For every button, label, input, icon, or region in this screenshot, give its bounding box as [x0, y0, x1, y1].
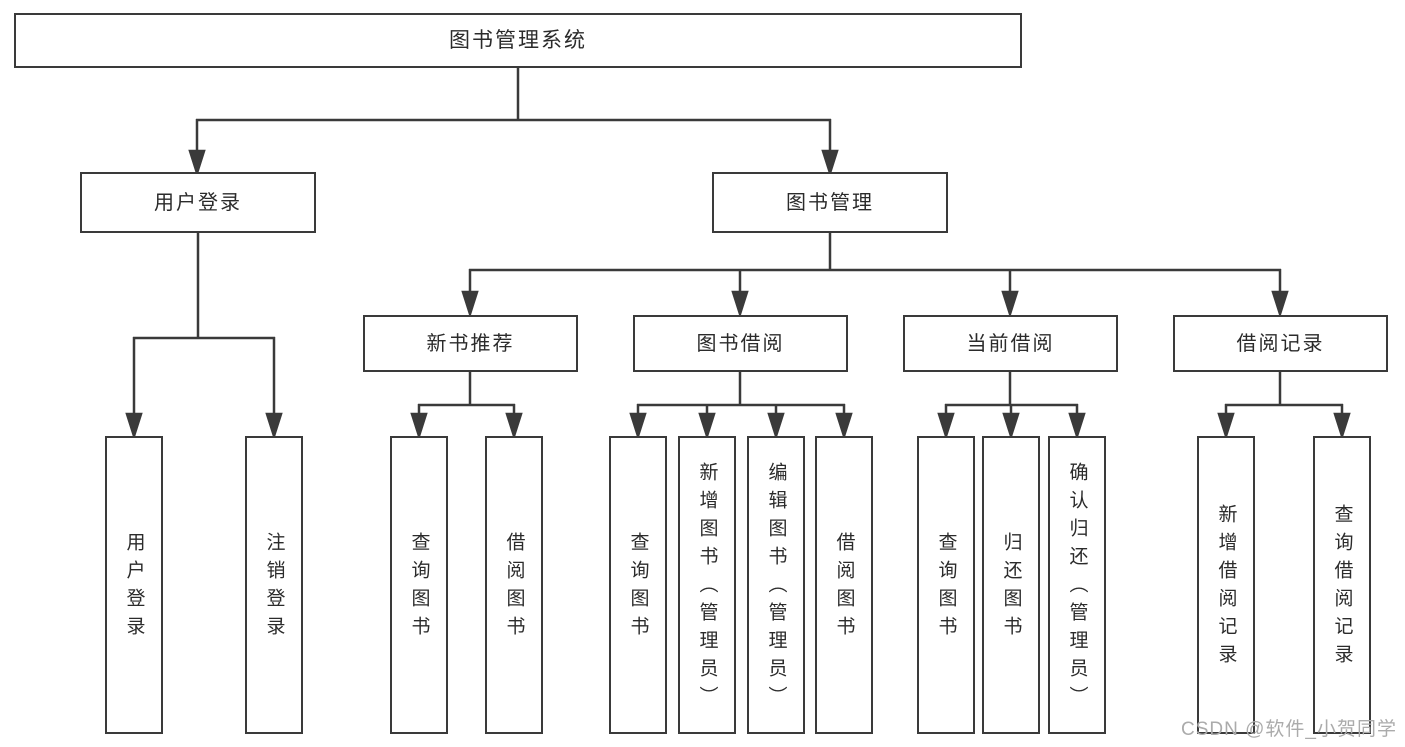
node-current-borrow: 当前借阅	[903, 315, 1118, 372]
leaf-current-return-book: 归还图书	[982, 436, 1040, 734]
leaf-recommend-query-book: 查询图书	[390, 436, 448, 734]
csdn-watermark: CSDN @软件_小贺同学	[1181, 719, 1397, 740]
node-user-login: 用户登录	[80, 172, 316, 233]
leaf-user-login-logout: 注销登录	[245, 436, 303, 734]
leaf-borrow-query-book: 查询图书	[609, 436, 667, 734]
leaf-borrow-borrow-book: 借阅图书	[815, 436, 873, 734]
leaf-record-add-record: 新增借阅记录	[1197, 436, 1255, 734]
leaf-current-query-book: 查询图书	[917, 436, 975, 734]
leaf-current-confirm-return-admin: 确认归还（管理员）	[1048, 436, 1106, 734]
node-new-book-recommend: 新书推荐	[363, 315, 578, 372]
leaf-recommend-borrow-book: 借阅图书	[485, 436, 543, 734]
leaf-user-login-login: 用户登录	[105, 436, 163, 734]
node-borrow-record: 借阅记录	[1173, 315, 1388, 372]
node-book-borrow: 图书借阅	[633, 315, 848, 372]
node-book-management: 图书管理	[712, 172, 948, 233]
node-root: 图书管理系统	[14, 13, 1022, 68]
leaf-borrow-edit-book-admin: 编辑图书（管理员）	[747, 436, 805, 734]
leaf-record-query-record: 查询借阅记录	[1313, 436, 1371, 734]
leaf-borrow-add-book-admin: 新增图书（管理员）	[678, 436, 736, 734]
